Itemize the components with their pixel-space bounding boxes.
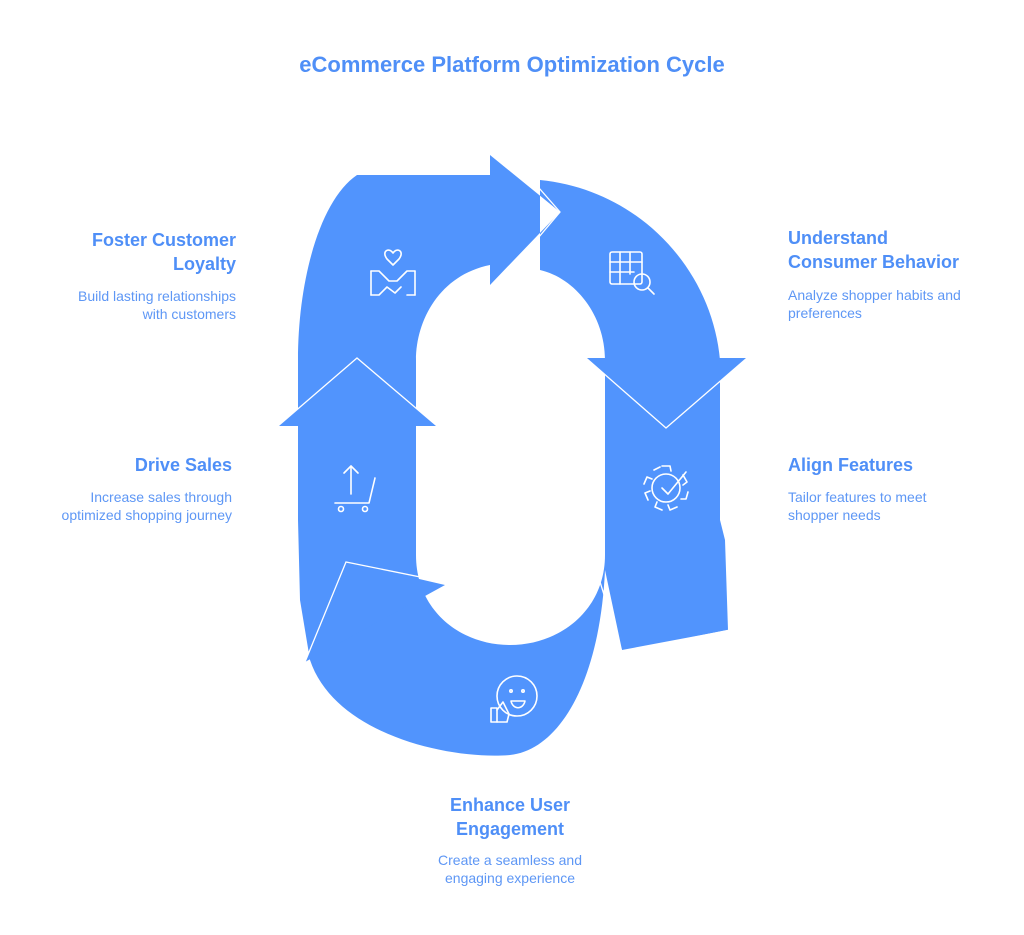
step-desc-engage: Create a seamless and engaging experienc… [380,851,640,887]
table-search-icon [609,251,655,295]
step-heading-sales: Drive Sales [20,453,232,477]
arrow-head-bottom [305,562,445,662]
align-heading-line-1: Align Features [788,455,914,475]
align-desc-line-2: shopper needs [788,507,881,523]
handshake-heart-icon [370,249,416,296]
engage-heading-line-2: Engagement [455,819,565,839]
loyalty-desc-line-2: with customers [142,306,236,322]
smiley-thumbs-up-icon [490,675,538,723]
step-desc-loyalty: Build lasting relationships with custome… [30,287,236,323]
sales-desc-line-2: optimized shopping journey [61,507,232,523]
arrow-head-right [586,358,747,427]
understand-heading-line-2: Consumer Behavior [788,252,960,272]
diagram-title: eCommerce Platform Optimization Cycle [299,52,725,77]
understand-desc-line-1: Analyze shopper habits and [788,287,961,303]
engage-desc-line-1: Create a seamless and [438,852,582,868]
step-desc-align: Tailor features to meet shopper needs [788,488,1008,524]
step-heading-align: Align Features [788,453,1008,477]
step-heading-engage: Enhance User Engagement [380,793,640,841]
step-heading-understand: Understand Consumer Behavior [788,226,1008,274]
arrow-head-left [278,358,437,426]
loyalty-desc-line-1: Build lasting relationships [78,288,236,304]
cycle-ring [298,155,728,756]
step-desc-understand: Analyze shopper habits and preferences [788,286,1008,322]
loyalty-heading-line-2: Loyalty [172,254,236,274]
loyalty-heading-line-1: Foster Customer [91,230,236,250]
engage-heading-line-1: Enhance User [449,795,571,815]
step-desc-sales: Increase sales through optimized shoppin… [20,488,232,524]
align-desc-line-1: Tailor features to meet [788,489,927,505]
understand-heading-line-1: Understand [788,228,889,248]
step-heading-loyalty: Foster Customer Loyalty [30,228,236,276]
gear-check-icon [643,465,689,511]
sales-desc-line-1: Increase sales through [90,489,232,505]
understand-desc-line-2: preferences [788,305,862,321]
engage-desc-line-2: engaging experience [445,870,575,886]
sales-heading-line-1: Drive Sales [134,455,232,475]
cart-upload-icon [334,465,376,513]
